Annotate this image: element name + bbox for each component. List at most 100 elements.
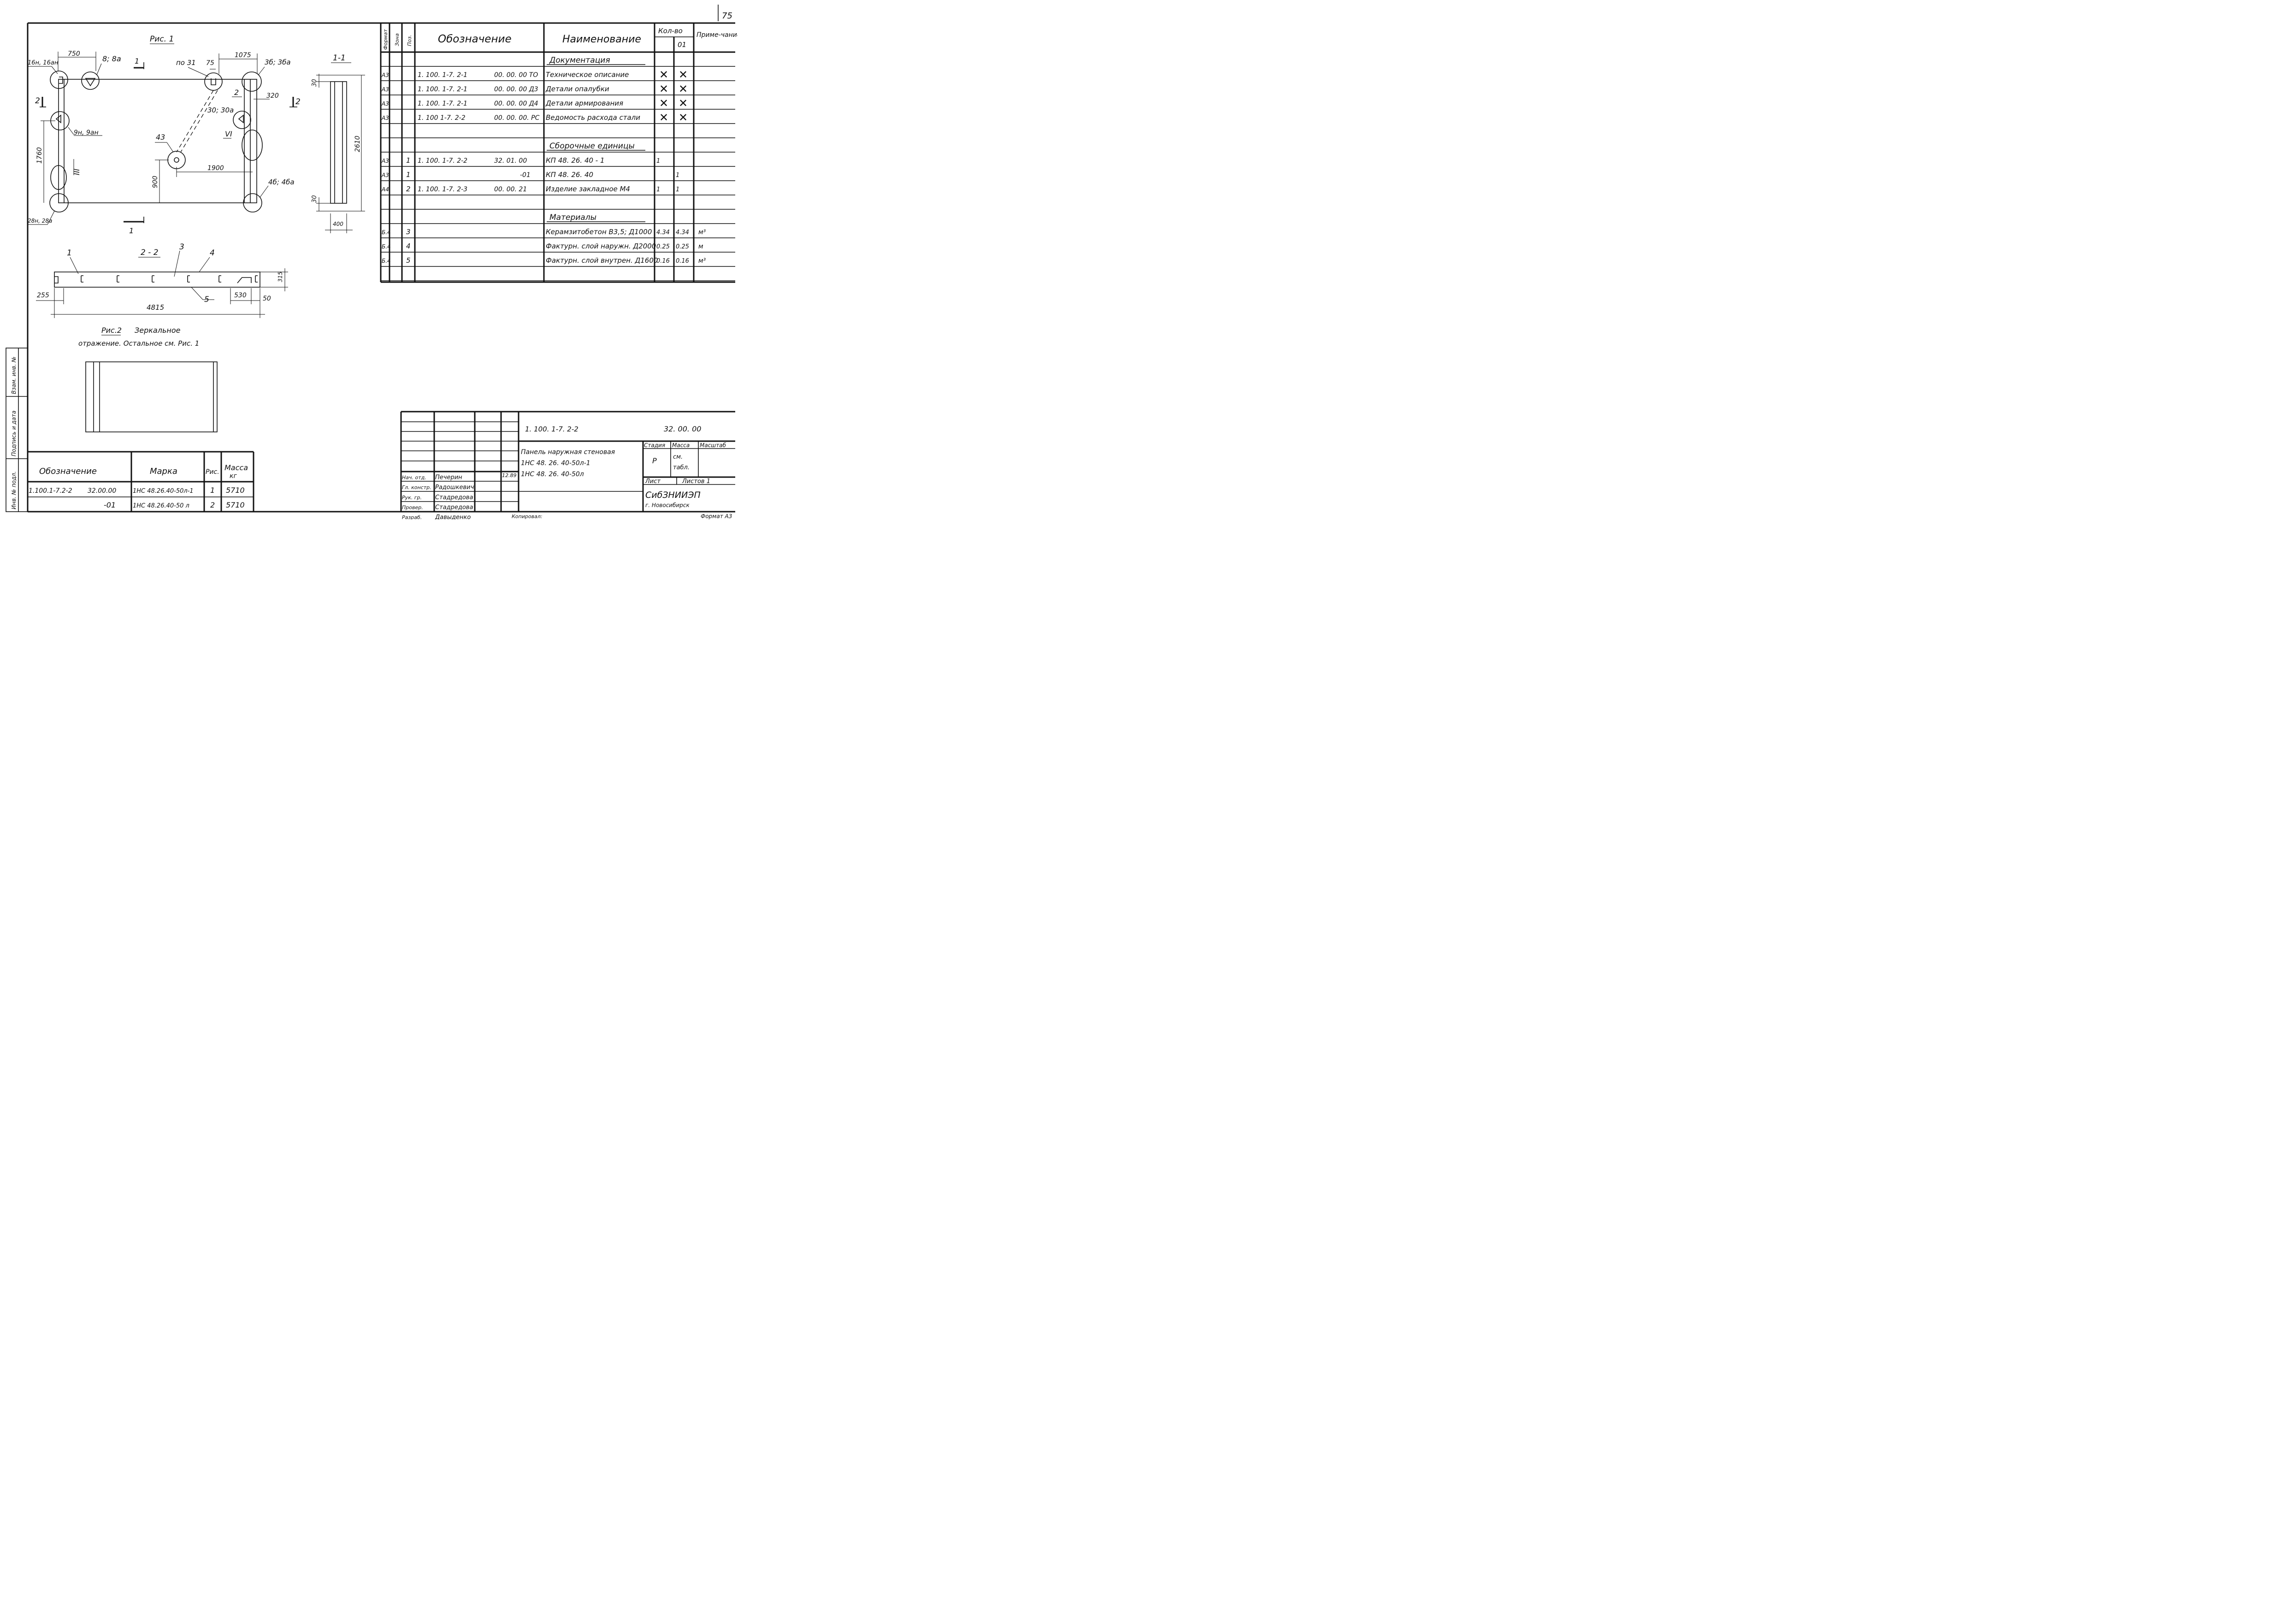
spec-row-7-q1: 1 xyxy=(656,158,660,165)
spec-row-13-p: 4 xyxy=(406,242,411,250)
spec-row-3-name: Детали армирования xyxy=(545,99,623,107)
tb-person-3-name: Стадредова xyxy=(435,504,473,511)
tb-date: 12.89 xyxy=(502,472,517,478)
dim-900: 900 xyxy=(152,176,159,188)
sec22-dim-530: 530 xyxy=(234,292,247,299)
spec-h-designation: Обозначение xyxy=(438,33,512,45)
label-po31: по 31 xyxy=(176,59,196,67)
tb-name-l2: 1НС 48. 26. 40-50л-1 xyxy=(521,460,590,467)
spec-row-14-q1: 0.16 xyxy=(656,258,670,265)
spec-row-13-q2: 0.25 xyxy=(676,243,689,250)
tb-person-2-role: Рук. гр. xyxy=(402,495,422,501)
spec-row-8-q2: 1 xyxy=(676,172,679,179)
section-mark-2-right: 2 xyxy=(295,97,301,106)
spec-row-3-q1: ✕ xyxy=(659,97,668,110)
tb-person-0-name: Печерин xyxy=(435,474,462,481)
spec-row-9-p: 2 xyxy=(406,185,411,193)
spec-row-1-name: Техническое описание xyxy=(546,71,629,79)
label-43: 43 xyxy=(156,133,165,142)
dim-1900: 1900 xyxy=(207,165,224,172)
spec-row-4-f: А3 xyxy=(381,115,389,121)
tb-code: 1. 100. 1-7. 2-2 xyxy=(525,425,578,433)
section-1-1-title: 1-1 xyxy=(333,53,346,63)
spec-h-zone: Зона xyxy=(394,33,400,46)
marks-h-designation: Обозначение xyxy=(39,467,97,476)
drawing-sheet: 75 Рис. 1 xyxy=(0,0,738,520)
label-28n: 28н, 28а xyxy=(28,218,52,224)
tb-person-2-name: Стадредова xyxy=(435,494,473,501)
spec-row-12-note: м³ xyxy=(698,229,706,236)
marks-r2-mark: 1НС 48.26.40-50 л xyxy=(133,502,189,509)
sec22-pos-4: 4 xyxy=(210,248,215,258)
spec-row-13-note: м xyxy=(698,243,703,250)
tb-stage: Р xyxy=(652,456,657,465)
dim-320: 320 xyxy=(266,92,279,100)
tb-name-l1: Панель наружная стеновая xyxy=(521,449,615,456)
spec-h-note: Приме-чание xyxy=(696,31,738,39)
spec-row-2-sub: 00. 00. 00 Д3 xyxy=(494,86,538,93)
spec-h-qty01: 01 xyxy=(678,41,686,49)
label-30: 30; 30а xyxy=(207,106,234,114)
spec-row-7-code: 1. 100. 1-7. 2-2 xyxy=(418,157,467,165)
section-1-1: 1-1 30 2610 30 400 xyxy=(311,53,365,233)
spec-h-name: Наименование xyxy=(562,34,641,45)
spec-row-9-q1: 1 xyxy=(656,186,660,193)
side-stamp-inv: Инв. № подл. xyxy=(11,471,17,509)
fig1-title: Рис. 1 xyxy=(150,35,174,44)
marks-r2-fig: 2 xyxy=(210,501,215,509)
figure-2: Рис.2 Зеркальное отражение. Остальное см… xyxy=(78,326,218,432)
tb-sheets-h: Листов 1 xyxy=(682,478,710,485)
spec-row-14-q2: 0.16 xyxy=(676,258,689,265)
tb-person-3-role: Провер. xyxy=(402,504,423,510)
sec22-pos-3: 3 xyxy=(179,242,184,252)
footer-copied: Копировал: xyxy=(512,514,543,520)
section-2-2: 2 - 2 1 3 4 5 315 255 530 50 4815 xyxy=(36,242,288,318)
marks-r2-mass: 5710 xyxy=(226,501,245,509)
spec-row-3-q2: ✕ xyxy=(679,97,688,110)
spec-row-9-sub: 00. 00. 21 xyxy=(494,186,527,193)
spec-row-2-name: Детали опалубки xyxy=(545,85,609,93)
label-3b: 3б; 3ба xyxy=(265,58,291,66)
tb-scale-h: Масштаб xyxy=(700,442,726,449)
tb-mass-v1: см. xyxy=(673,454,683,461)
spec-row-7-p: 1 xyxy=(406,156,411,165)
drawing-canvas: 75 Рис. 1 xyxy=(6,5,738,520)
spec-row-7-sub: 32. 01. 00 xyxy=(494,157,527,165)
spec-row-4-name: Ведомость расхода стали xyxy=(546,113,640,122)
tb-org1: СибЗНИИЭП xyxy=(645,490,701,500)
tb-person-1-role: Гл. констр. xyxy=(402,484,431,490)
section-mark-1-top: 1 xyxy=(135,57,139,65)
tb-person-0-role: Нач. отд. xyxy=(402,475,426,481)
section-2-2-title: 2 - 2 xyxy=(141,248,159,257)
spec-row-0-name: Документация xyxy=(549,56,610,65)
spec-row-8-f: А3 xyxy=(381,172,389,178)
spec-row-14-name: Фактурн. слой внутрен. Д1600 xyxy=(546,256,658,265)
spec-row-1-f: А3 xyxy=(381,72,389,78)
dim-750: 750 xyxy=(68,50,80,58)
spec-row-14-p: 5 xyxy=(406,256,411,265)
label-VI: VI xyxy=(225,130,232,138)
dim-1075: 1075 xyxy=(235,52,251,59)
marks-r1-sub: 32.00.00 xyxy=(88,487,116,495)
spec-row-2-code: 1. 100. 1-7. 2-1 xyxy=(418,86,467,93)
spec-row-4-q2: ✕ xyxy=(679,111,688,124)
marks-h-mass: Масса xyxy=(224,463,248,472)
tb-org2: г. Новосибирск xyxy=(645,502,690,508)
label-8-8a: 8; 8а xyxy=(102,54,121,63)
spec-row-12-p: 3 xyxy=(406,228,411,236)
sec22-dim-255: 255 xyxy=(37,292,49,299)
marks-r1-fig: 1 xyxy=(210,486,215,495)
side-stamp-sign: Подпись и дата xyxy=(11,411,17,456)
spec-row-6-name: Сборочные единицы xyxy=(549,142,635,151)
spec-row-12-q2: 4.34 xyxy=(676,229,689,236)
spec-row-4-q1: ✕ xyxy=(659,111,668,124)
dim-75: 75 xyxy=(206,59,214,67)
marks-r1-mass: 5710 xyxy=(226,486,245,495)
fig2-line2: отражение. Остальное см. Рис. 1 xyxy=(78,339,199,348)
label-4b: 4б; 4ба xyxy=(268,178,295,186)
page-number: 75 xyxy=(722,11,732,21)
sec22-dim-50: 50 xyxy=(263,295,271,302)
spec-row-12-f: Б.4 xyxy=(382,229,391,236)
spec-row-8-sub: -01 xyxy=(520,171,531,179)
